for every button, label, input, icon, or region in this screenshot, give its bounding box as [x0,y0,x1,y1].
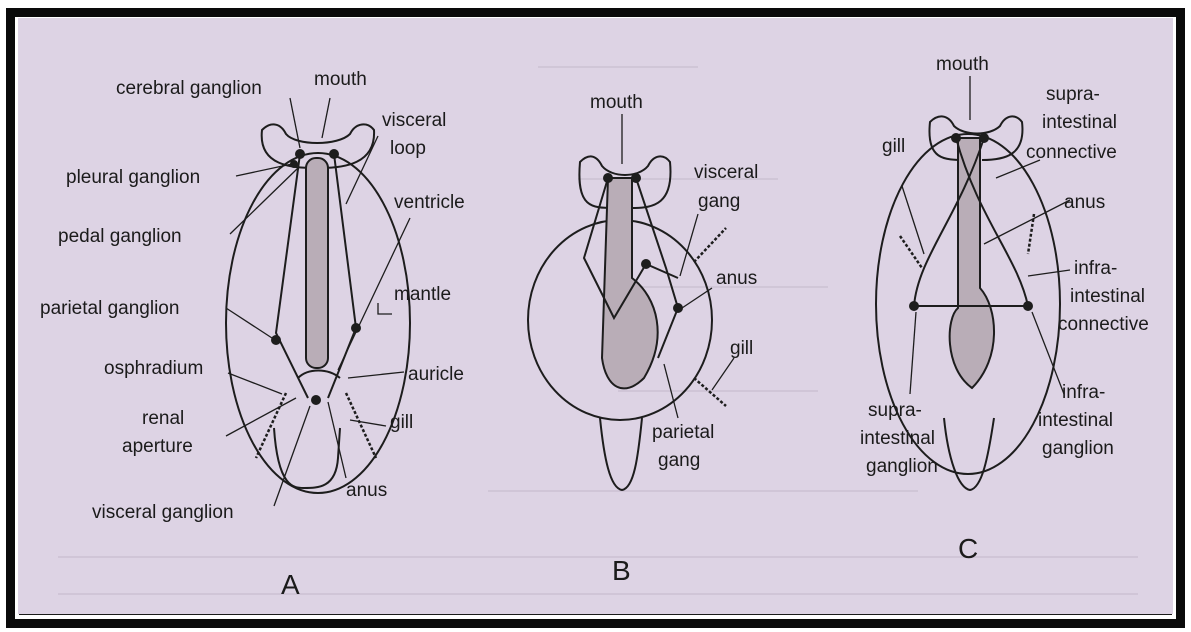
label-supra-connective-line2: intestinal [1042,112,1117,133]
panel-a: cerebral ganglion mouth visceral loop pl… [40,69,465,600]
label-supra-ganglion-line1: supra- [868,400,922,421]
label-anus-c: anus [1064,192,1105,213]
panel-a-visceral-ganglion [311,395,321,405]
torsion-diagram: cerebral ganglion mouth visceral loop pl… [18,18,1173,614]
label-parietal-gang-line2: gang [658,450,700,471]
panel-c-cerebral-ganglion-right [979,133,989,143]
panel-b-gut [602,178,658,388]
panel-a-heart [298,371,340,379]
panel-a-cerebral-ganglion-right [329,149,339,159]
panel-label-a: A [281,569,300,600]
label-mouth-c: mouth [936,54,989,75]
label-mouth-a: mouth [314,69,367,90]
label-mouth-b: mouth [590,92,643,113]
label-infra-ganglion-line3: ganglion [1042,438,1114,459]
panel-label-c: C [958,533,978,564]
label-infra-ganglion-line1: infra- [1062,382,1105,403]
label-anus-a: anus [346,480,387,501]
panel-a-body [226,124,410,493]
label-gill-b: gill [730,338,753,359]
label-mantle: mantle [394,284,451,305]
panel-a-cerebral-ganglion-left [295,149,305,159]
label-pedal-ganglion: pedal ganglion [58,226,182,247]
label-renal-aperture-line2: aperture [122,436,193,457]
label-anus-b: anus [716,268,757,289]
panel-b-visceral-ganglion [673,303,683,313]
label-supra-connective-line3: connective [1026,142,1117,163]
label-visceral-gang-line1: visceral [694,162,758,183]
panel-a-left-nerve [276,154,308,398]
label-pleural-ganglion: pleural ganglion [66,167,200,188]
label-auricle: auricle [408,364,464,385]
label-parietal-gang-line1: parietal [652,422,714,443]
label-visceral-loop-line2: loop [390,138,426,159]
panel-a-parietal-ganglion-left [271,335,281,345]
label-visceral-loop-line1: visceral [382,110,446,131]
panel-c-gut [950,138,994,388]
label-visceral-gang-line2: gang [698,191,740,212]
panel-c-infra-intestinal-ganglion [1023,301,1033,311]
panel-b-cerebral-ganglion-left [603,173,613,183]
label-cerebral-ganglion: cerebral ganglion [116,78,262,99]
panel-a-gut [306,158,328,368]
label-gill-a: gill [390,412,413,433]
panel-a-gill-left [256,393,286,458]
panel-b: mouth visceral gang anus gill parietal g… [528,92,758,586]
label-infra-connective-line3: connective [1058,314,1149,335]
panel-c-foot-outline [944,418,994,490]
panel-c-cerebral-ganglion-left [951,133,961,143]
label-ventricle: ventricle [394,192,465,213]
label-osphradium: osphradium [104,358,203,379]
label-infra-connective-line2: intestinal [1070,286,1145,307]
panel-b-parietal-ganglion [641,259,651,269]
label-gill-c: gill [882,136,905,157]
label-visceral-ganglion: visceral ganglion [92,502,234,523]
panel-label-b: B [612,555,631,586]
panel-b-foot-outline [600,418,642,490]
diagram-plate: cerebral ganglion mouth visceral loop pl… [18,18,1173,614]
panel-a-gill-right [346,393,376,458]
label-supra-connective-line1: supra- [1046,84,1100,105]
label-parietal-ganglion: parietal ganglion [40,298,179,319]
panel-b-gill-upper [694,228,726,262]
panel-c-supra-intestinal-ganglion [909,301,919,311]
label-supra-ganglion-line3: ganglion [866,456,938,477]
label-supra-ganglion-line2: intestinal [860,428,935,449]
label-renal-aperture-line1: renal [142,408,184,429]
panel-c-gill-left [900,236,922,268]
label-infra-ganglion-line2: intestinal [1038,410,1113,431]
label-infra-connective-line1: infra- [1074,258,1117,279]
panel-b-cerebral-ganglion-right [631,173,641,183]
panel-c: mouth supra- intestinal connective gill … [860,54,1149,564]
